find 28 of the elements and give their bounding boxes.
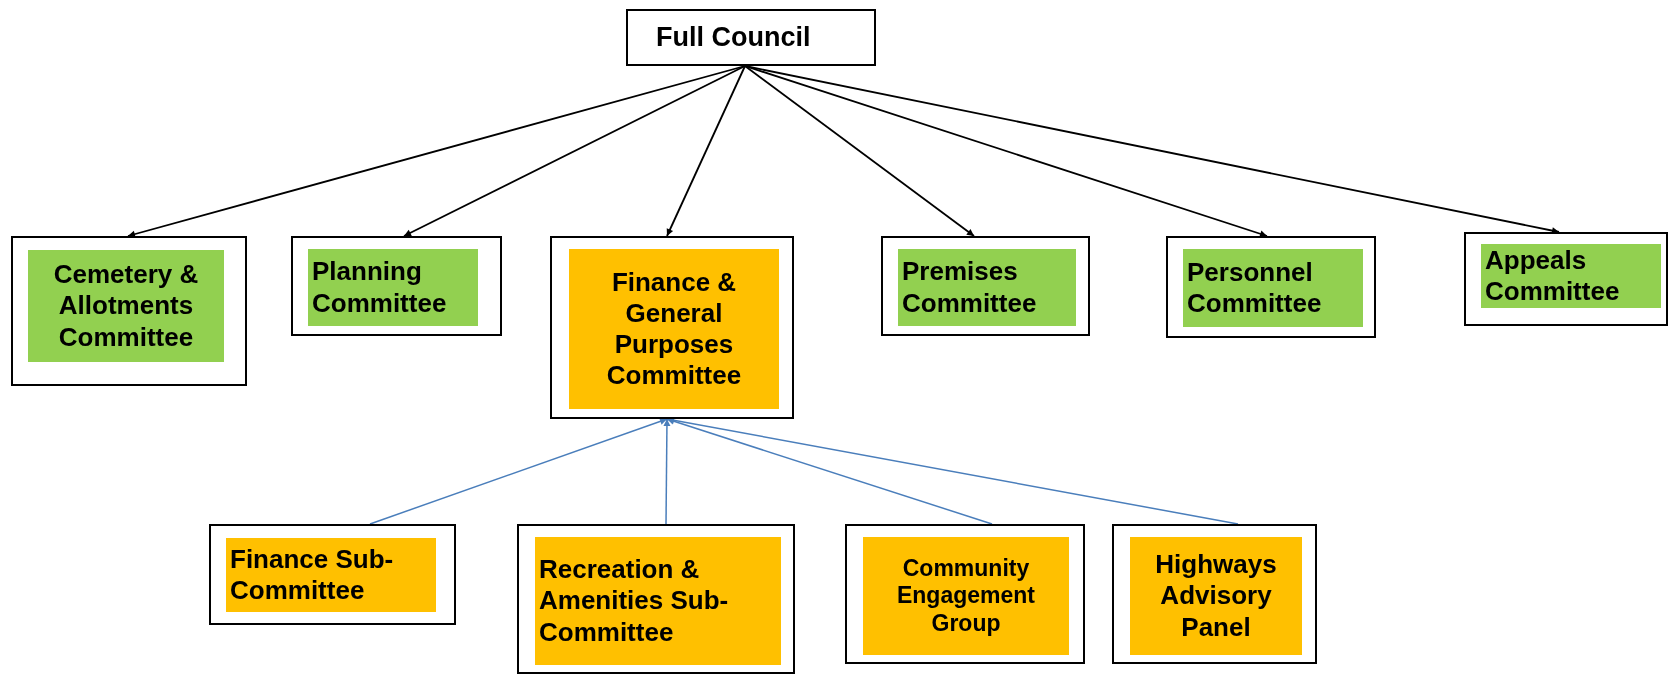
committee-box [517, 524, 795, 674]
committee-name: Appeals Committee [1481, 244, 1661, 308]
committee-name: Premises Committee [898, 249, 1076, 326]
committee-name: Finance Sub-Committee [226, 538, 436, 612]
committee-name: Personnel Committee [1183, 249, 1363, 327]
arrow [403, 65, 746, 237]
committee-name: Full Council [655, 21, 812, 55]
council-box [626, 9, 876, 66]
committee-box [550, 236, 794, 419]
committee-name: Cemetery & Allotments Committee [28, 250, 224, 362]
committee-box [11, 236, 247, 386]
committee-box [291, 236, 502, 336]
arrow [663, 418, 671, 525]
committee-name: Planning Committee [308, 249, 478, 326]
arrow [666, 65, 746, 237]
committee-box [1166, 236, 1376, 338]
committee-box [1112, 524, 1317, 664]
committee-name: Highways Advisory Panel [1130, 537, 1302, 655]
committee-box [881, 236, 1090, 336]
committee-name: Recreation & Amenities Sub-Committee [535, 537, 781, 665]
arrow [744, 65, 1560, 235]
committee-box [845, 524, 1085, 664]
committee-box [1464, 232, 1668, 326]
arrow [369, 418, 668, 525]
committee-name: Finance & General Purposes Committee [569, 249, 779, 409]
committee-box [209, 524, 456, 625]
arrow [744, 65, 975, 237]
committee-name: Community Engagement Group [863, 537, 1069, 655]
